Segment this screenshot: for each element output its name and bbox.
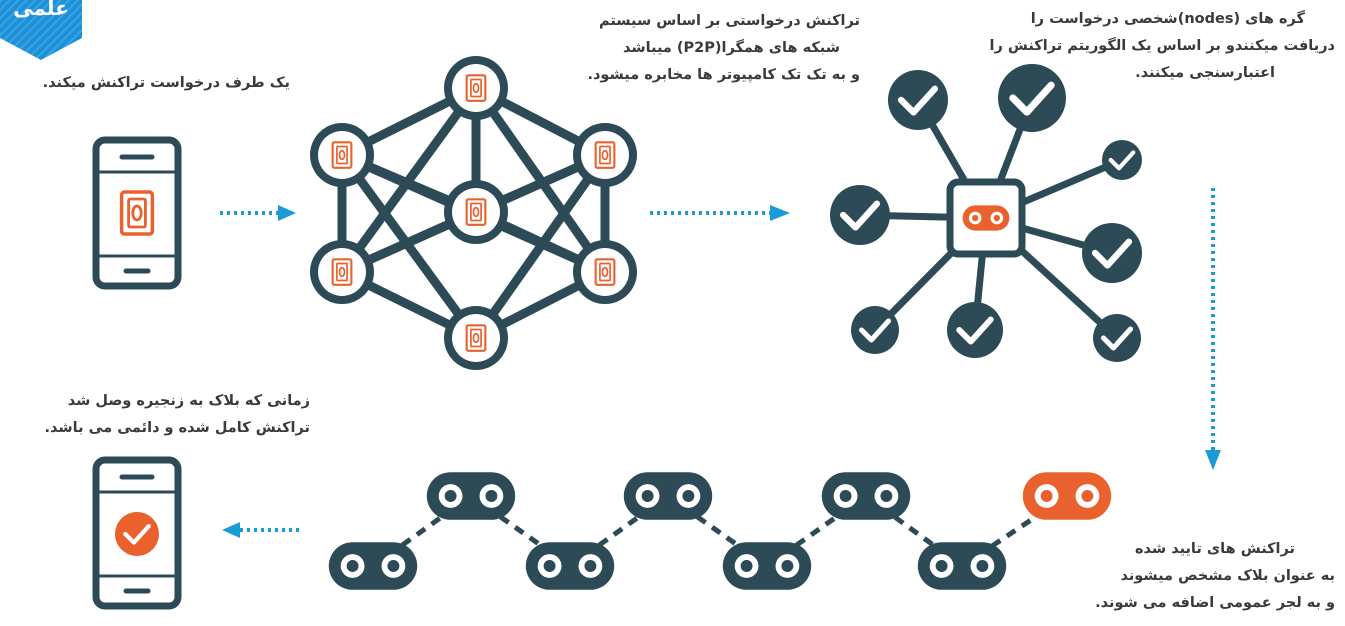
step4-line1: تراکنش های تایید شده: [1134, 541, 1295, 557]
step3-caption: گره های (nodes)شخصی درخواست را دریافت می…: [960, 6, 1335, 87]
p2p-network: [310, 56, 637, 370]
blockchain-chain: [328, 472, 1112, 590]
chain-block-icon: [525, 542, 615, 590]
category-badge-label: علمی: [13, 0, 69, 20]
receiver-phone-icon: [92, 456, 182, 610]
step5-line2: تراکنش کامل شده و دائمی می باشد.: [44, 420, 310, 436]
chain-block-icon: [623, 472, 713, 520]
network-node-inner: [318, 248, 366, 296]
step3-line2: دریافت میکنندو بر اساس یک الگوریتم تراکن…: [989, 38, 1335, 54]
step3-line1: گره های (nodes)شخصی درخواست را: [1030, 11, 1305, 27]
banknote-icon: [119, 190, 155, 236]
arrow-left-icon: [222, 522, 300, 538]
chain-block-icon: [722, 542, 812, 590]
validator-node: [851, 306, 899, 354]
chain-block-icon: [426, 472, 516, 520]
network-node-inner: [452, 64, 500, 112]
validator-node: [1102, 140, 1142, 180]
step2-caption: تراکنش درخواستی بر اساس سیستم شبکه های ه…: [530, 8, 860, 89]
step5-line1: زمانی که بلاک به زنجیره وصل شد: [67, 393, 310, 409]
chain-block-icon: [821, 472, 911, 520]
step1-line1: یک طرف درخواست تراکنش میکند.: [42, 75, 290, 91]
arrow-right-icon: [220, 205, 296, 221]
validation-nodes: [830, 64, 1142, 362]
step1-caption: یک طرف درخواست تراکنش میکند.: [10, 70, 290, 97]
step5-caption: زمانی که بلاک به زنجیره وصل شد تراکنش کا…: [10, 388, 310, 442]
validator-node: [830, 185, 890, 245]
chain-block-icon: [328, 542, 418, 590]
network-node-inner: [452, 188, 500, 236]
chain-link-icon: [962, 205, 1010, 231]
step4-caption: تراکنش های تایید شده به عنوان بلاک مشخص …: [1060, 536, 1335, 617]
arrow-right-icon: [650, 205, 790, 221]
step2-line2: شبکه های همگرا(P2P) میباشد: [622, 40, 840, 56]
chain-block-icon: [1022, 472, 1112, 520]
network-node-inner: [318, 131, 366, 179]
validator-node: [1093, 314, 1141, 362]
validator-node: [947, 302, 1003, 358]
category-badge-icon: [0, 0, 82, 60]
check-icon: [115, 512, 159, 556]
step3-line3: اعتبارسنجی میکنند.: [1135, 65, 1275, 81]
validator-node: [998, 64, 1066, 132]
sender-phone-icon: [92, 136, 182, 290]
validator-node: [1082, 223, 1142, 283]
step2-line3: و به تک تک کامپیوتر ها مخابره میشود.: [587, 67, 860, 83]
validator-node: [888, 70, 948, 130]
step2-line1: تراکنش درخواستی بر اساس سیستم: [599, 13, 860, 29]
chain-block-icon: [917, 542, 1007, 590]
network-node-inner: [452, 314, 500, 362]
network-node-inner: [581, 248, 629, 296]
network-node-inner: [581, 131, 629, 179]
step4-line2: به عنوان بلاک مشخص میشوند: [1120, 568, 1335, 584]
arrow-down-icon: [1205, 188, 1221, 470]
step4-line3: و به لجر عمومی اضافه می شوند.: [1095, 595, 1335, 611]
